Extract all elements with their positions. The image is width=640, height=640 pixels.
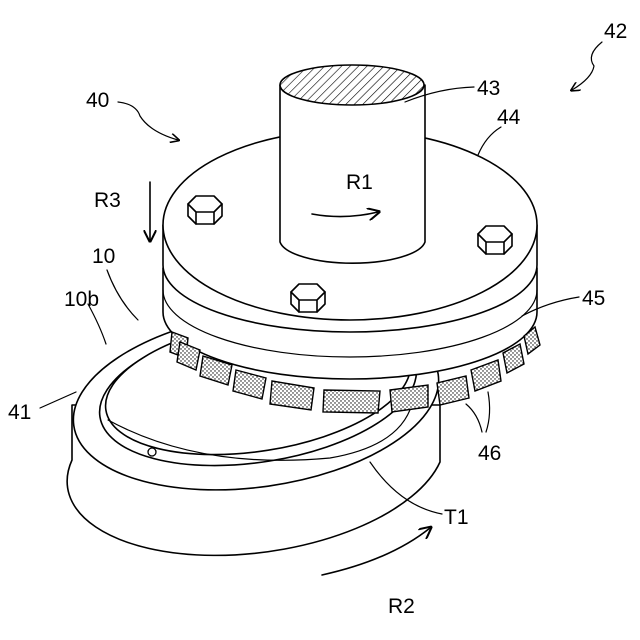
label-r2: R2 [388, 595, 415, 618]
notch-marker [148, 448, 156, 456]
bolt-head [188, 196, 222, 224]
bolt-head [478, 226, 512, 254]
grindstone [471, 360, 501, 391]
label-t1: T1 [444, 506, 469, 529]
leader-46-b [486, 392, 490, 432]
leader-41 [40, 392, 76, 408]
leader-42 [572, 42, 602, 90]
label-41: 41 [8, 401, 31, 424]
shaft-section [280, 65, 424, 105]
label-10: 10 [92, 245, 115, 268]
leader-10 [107, 270, 138, 320]
label-44: 44 [497, 106, 521, 129]
grindstone [390, 385, 428, 412]
label-r3: R3 [94, 189, 121, 212]
label-r1: R1 [346, 171, 373, 194]
label-40: 40 [86, 89, 109, 112]
label-46: 46 [478, 442, 501, 465]
label-10b: 10b [64, 288, 99, 311]
leader-46-a [466, 404, 482, 432]
label-42: 42 [604, 20, 627, 43]
bolt-head [291, 284, 325, 312]
leader-44 [478, 127, 501, 155]
leader-40 [118, 102, 178, 140]
grindstone [323, 390, 380, 413]
label-43: 43 [477, 77, 500, 100]
grindstone [437, 376, 469, 405]
spindle-shaft [280, 65, 425, 263]
label-45: 45 [582, 287, 605, 310]
